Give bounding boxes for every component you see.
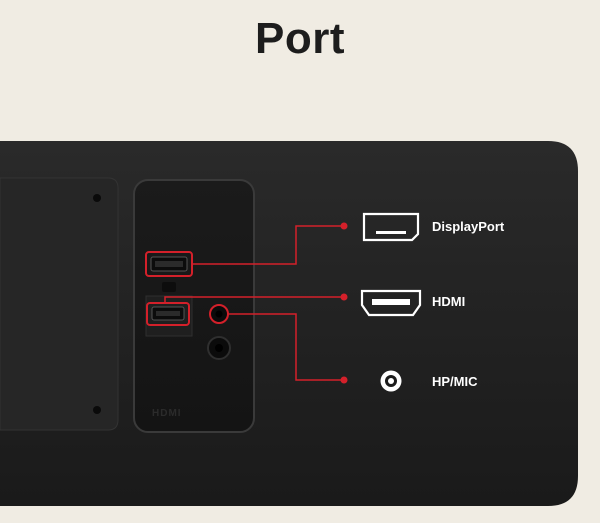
connector-lines — [164, 225, 342, 381]
physical-port-hdmi-2 — [146, 302, 190, 326]
port-recess: HDMI — [133, 179, 255, 433]
left-section — [0, 177, 119, 431]
hdmi-icon — [360, 289, 422, 317]
displayport-label: DisplayPort — [432, 219, 505, 234]
headphone-jack-icon — [380, 370, 402, 392]
screw-icon — [93, 194, 101, 202]
physical-port-power — [207, 336, 231, 360]
hp-mic-label: HP/MIC — [432, 374, 478, 389]
physical-port-audio-jack — [209, 304, 229, 324]
hdmi-label: HDMI — [432, 294, 465, 309]
screw-icon — [93, 406, 101, 414]
page-title: Port — [255, 14, 345, 63]
displayport-icon — [362, 212, 420, 242]
embossed-hdmi-text: HDMI — [152, 408, 182, 419]
